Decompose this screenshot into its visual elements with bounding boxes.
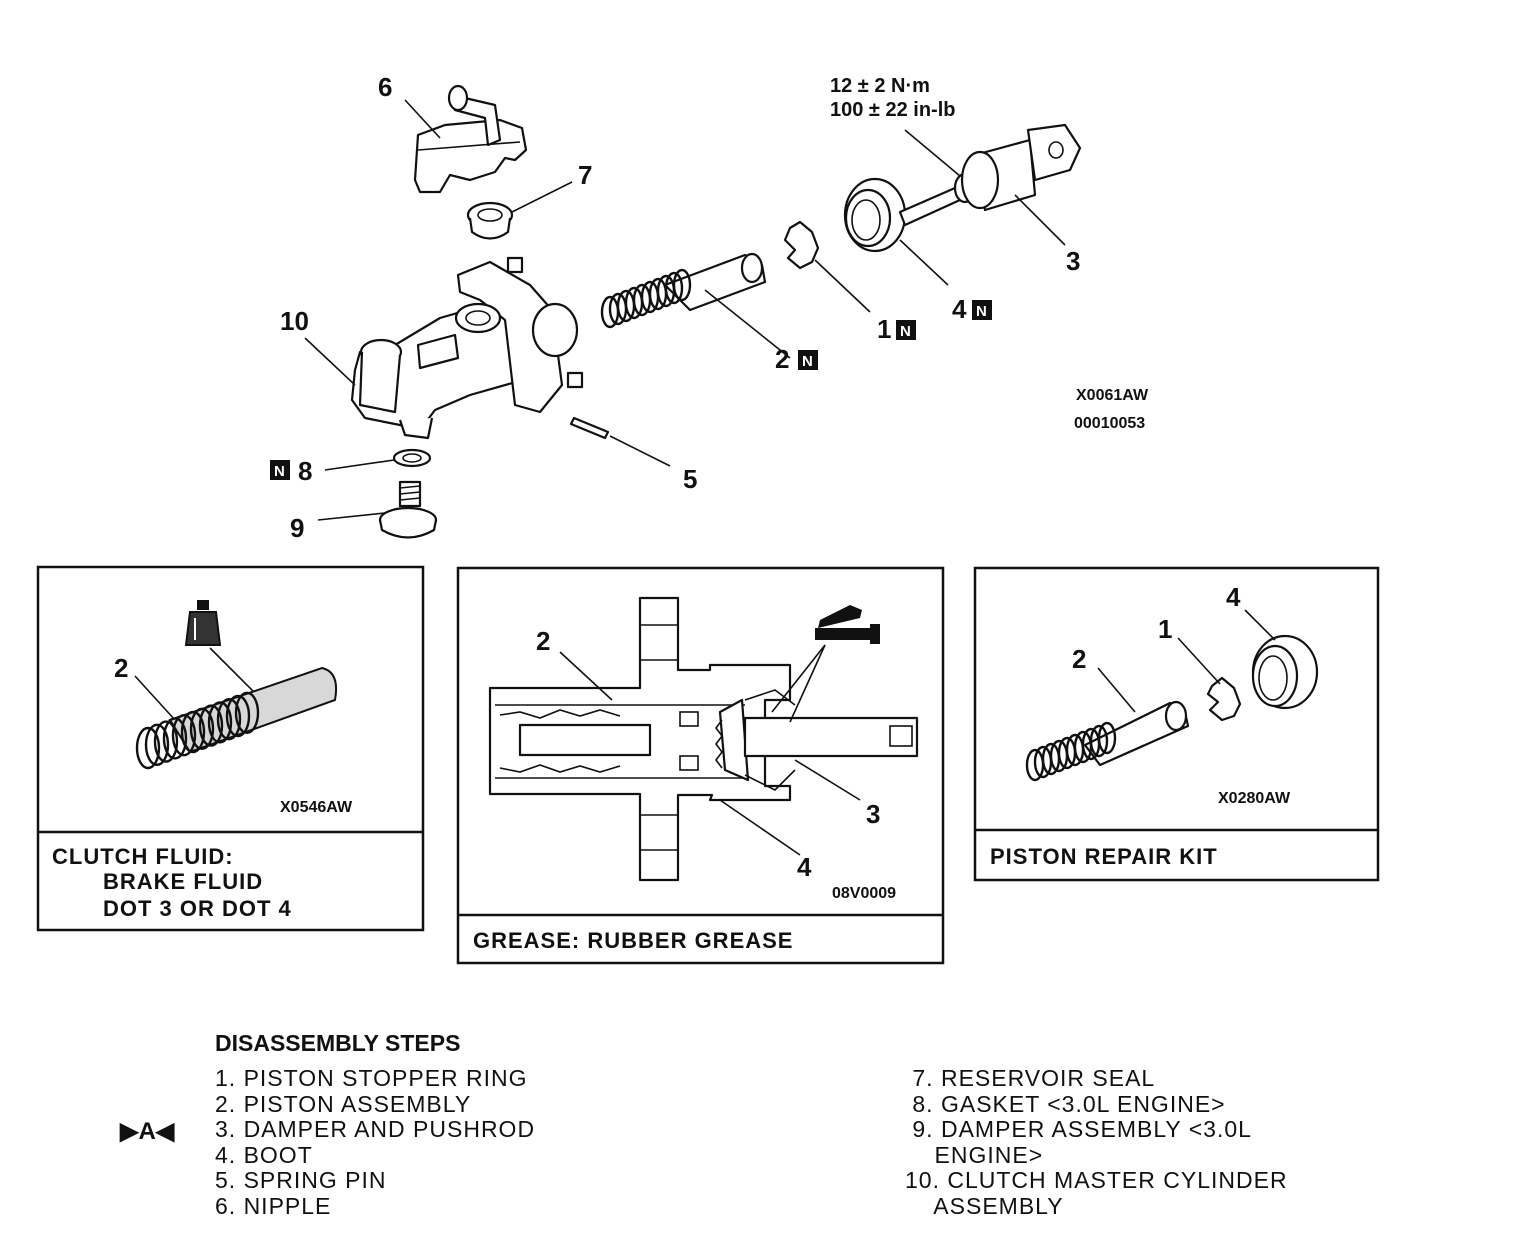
step-item: 8. GASKET <3.0L ENGINE>: [905, 1090, 1226, 1117]
callout-8: 8: [298, 456, 312, 486]
spring-coil: [198, 704, 224, 747]
spring-coil: [135, 726, 161, 770]
spring-pin-part: [569, 416, 610, 440]
new-part-badge-1: [896, 320, 916, 340]
step-item: ASSEMBLY: [905, 1192, 1064, 1219]
spring-coil: [207, 701, 233, 744]
callout-6: 6: [378, 72, 392, 102]
new-badge-text-2: N: [802, 353, 813, 370]
step-item: 1. PISTON STOPPER RING: [215, 1065, 528, 1091]
figure-code-panel2: 08V0009: [832, 885, 896, 902]
spring-coil: [171, 714, 197, 757]
new-badge-text-1: N: [900, 323, 911, 340]
boot-part: [843, 177, 907, 253]
main-leader-lines: [304, 99, 1066, 521]
spring-coil: [234, 691, 260, 734]
new-badge-text-8: N: [274, 463, 285, 480]
panel2-callout-2: 2: [536, 626, 550, 656]
figure-code-main-sub: 00010053: [1074, 415, 1145, 432]
new-badge-text-4: N: [976, 303, 987, 320]
stopper-ring-part: [783, 220, 820, 270]
step-item: 5. SPRING PIN: [215, 1167, 387, 1193]
step-item: 2. PISTON ASSEMBLY: [215, 1090, 472, 1117]
kit-caption: PISTON REPAIR KIT: [990, 844, 1218, 869]
figure-code-main: X0061AW: [1076, 387, 1149, 404]
piston-assembly-part: [600, 252, 767, 329]
grease-gun-icon: [815, 605, 880, 644]
step-a-marker: ▶A◀: [120, 1118, 175, 1145]
spring-coil: [216, 698, 242, 741]
callout-7: 7: [578, 160, 592, 190]
spring-coil: [144, 723, 170, 766]
step-item: 9. DAMPER ASSEMBLY <3.0L: [905, 1116, 1252, 1142]
step-item: ENGINE>: [905, 1141, 1044, 1168]
reservoir-seal-part: [466, 201, 514, 240]
panel3-callout-2: 2: [1072, 644, 1086, 674]
torque-spec-metric: 12 ± 2 N·m: [830, 75, 930, 97]
step-item: 6. NIPPLE: [215, 1192, 332, 1219]
figure-code-panel1: X0546AW: [280, 799, 353, 816]
panel-grease: 2 3 4 08V0009: [456, 566, 945, 965]
step-item: 10. CLUTCH MASTER CYLINDER: [905, 1167, 1288, 1193]
callout-2: 2: [775, 344, 789, 374]
gasket-part: [392, 448, 432, 468]
spring-coil: [225, 694, 251, 738]
callout-4: 4: [952, 294, 967, 324]
figure-code-panel3: X0280AW: [1218, 790, 1291, 807]
new-part-badge-8: [270, 460, 290, 480]
panel-clutch-fluid: 2 X0546AW: [36, 565, 425, 932]
grease-caption: GREASE: RUBBER GREASE: [473, 928, 794, 953]
steps-list-left: 1. PISTON STOPPER RING 2. PISTON ASSEMBL…: [215, 1065, 536, 1219]
fluid-caption-line3: DOT 3 OR DOT 4: [103, 896, 292, 921]
spring-coil: [162, 717, 188, 760]
damper-pushrod-part: [898, 123, 1082, 227]
spring-coil: [189, 707, 215, 750]
new-part-badge-4: [972, 300, 992, 320]
callout-10: 10: [280, 306, 309, 336]
fluid-caption-line1: CLUTCH FLUID:: [52, 844, 234, 869]
steps-list-right: 7. RESERVOIR SEAL 8. GASKET <3.0L ENGINE…: [905, 1065, 1288, 1219]
spring-coil: [1097, 721, 1117, 755]
panel2-callout-3: 3: [866, 799, 880, 829]
steps-title: DISASSEMBLY STEPS: [215, 1030, 461, 1056]
step-item: 3. DAMPER AND PUSHROD: [215, 1116, 536, 1142]
spring-coil: [153, 720, 179, 763]
callout-5: 5: [683, 464, 697, 494]
callout-9: 9: [290, 513, 304, 543]
panel3-callout-4: 4: [1226, 582, 1241, 612]
panel3-callout-1: 1: [1158, 614, 1172, 644]
spring-coil: [180, 710, 206, 754]
new-part-badge-2: [798, 350, 818, 370]
damper-assembly-part: [378, 480, 438, 539]
spring-coil: [664, 271, 684, 305]
step-item: 7. RESERVOIR SEAL: [905, 1065, 1156, 1091]
master-cylinder-part: [350, 256, 584, 440]
fluid-bottle-icon: [184, 600, 222, 646]
nipple-part: [413, 84, 528, 194]
callout-1: 1: [877, 314, 891, 344]
panel-piston-kit: 2 1 4 X0280AW: [973, 566, 1380, 882]
panel1-callout-2: 2: [114, 653, 128, 683]
spring-coil: [672, 268, 692, 302]
torque-spec-imperial: 100 ± 22 in-lb: [830, 99, 955, 121]
panel2-callout-4: 4: [797, 852, 812, 882]
step-item: 4. BOOT: [215, 1141, 313, 1168]
spring-coil: [1089, 724, 1109, 758]
fluid-caption-line2: BRAKE FLUID: [103, 869, 264, 894]
callout-3: 3: [1066, 246, 1080, 276]
